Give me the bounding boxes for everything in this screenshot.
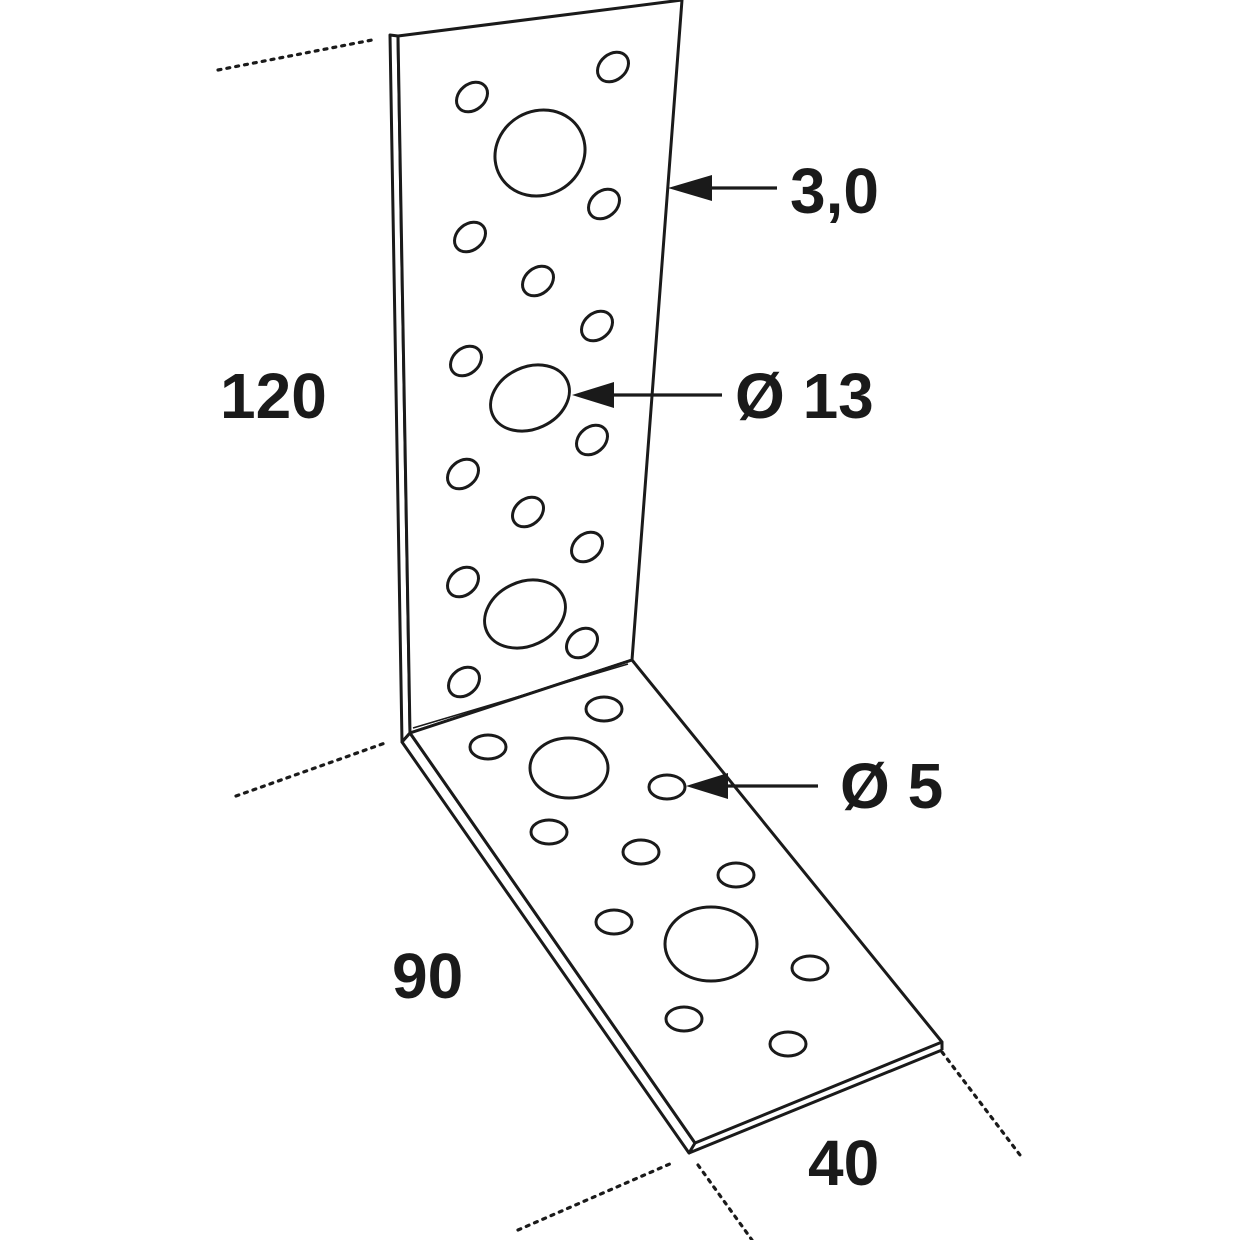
vertical-leg-holes — [446, 50, 630, 699]
hole-small — [453, 220, 487, 254]
extension-lines — [216, 38, 1022, 1240]
bottom-edge — [688, 1048, 943, 1155]
hole-small — [790, 954, 830, 982]
large-hole-arrowhead — [572, 382, 614, 408]
hole-small — [565, 626, 599, 660]
small-hole-arrowhead — [686, 773, 728, 799]
extension-line-top — [216, 38, 374, 72]
bend-line — [412, 663, 629, 729]
thickness-arrowhead — [668, 175, 712, 201]
width-label: 40 — [808, 1127, 879, 1199]
hole-small — [647, 773, 687, 801]
hole-small — [575, 423, 609, 457]
horizontal-leg-face — [408, 658, 944, 1145]
hole-large — [489, 363, 571, 433]
hole-small — [587, 187, 621, 221]
hole-small — [446, 457, 480, 491]
hole-small — [596, 50, 630, 84]
hole-small — [621, 838, 661, 866]
hole-small — [594, 908, 634, 936]
hole-large — [493, 108, 587, 198]
hole-large — [483, 578, 567, 650]
hole-large — [528, 736, 610, 800]
extension-line-bottom-left — [516, 1161, 674, 1232]
hole-small — [529, 818, 569, 846]
extension-line-right — [940, 1050, 1022, 1157]
hole-small — [468, 733, 508, 761]
leader-arrows — [572, 175, 818, 799]
bracket-body — [388, 0, 944, 1155]
horizontal-leg-length-label: 90 — [392, 940, 463, 1012]
extension-line-mid — [234, 740, 390, 798]
small-hole-diameter-label: Ø 5 — [840, 750, 943, 822]
vertical-leg-length-label: 120 — [220, 360, 327, 432]
thickness-label: 3,0 — [790, 155, 879, 227]
hole-small — [521, 264, 555, 298]
hole-small — [511, 495, 545, 529]
hole-small — [570, 530, 604, 564]
hole-small — [584, 695, 624, 723]
hole-small — [447, 665, 481, 699]
hole-small — [664, 1005, 704, 1033]
hole-large — [663, 905, 759, 983]
large-hole-diameter-label: Ø 13 — [735, 360, 874, 432]
hole-small — [580, 309, 614, 343]
hole-small — [449, 344, 483, 378]
horizontal-leg-holes — [468, 695, 830, 1058]
hole-small — [716, 861, 756, 889]
hole-small — [455, 80, 489, 114]
extension-line-bottom — [696, 1163, 754, 1240]
hole-small — [768, 1030, 808, 1058]
hole-small — [446, 565, 480, 599]
